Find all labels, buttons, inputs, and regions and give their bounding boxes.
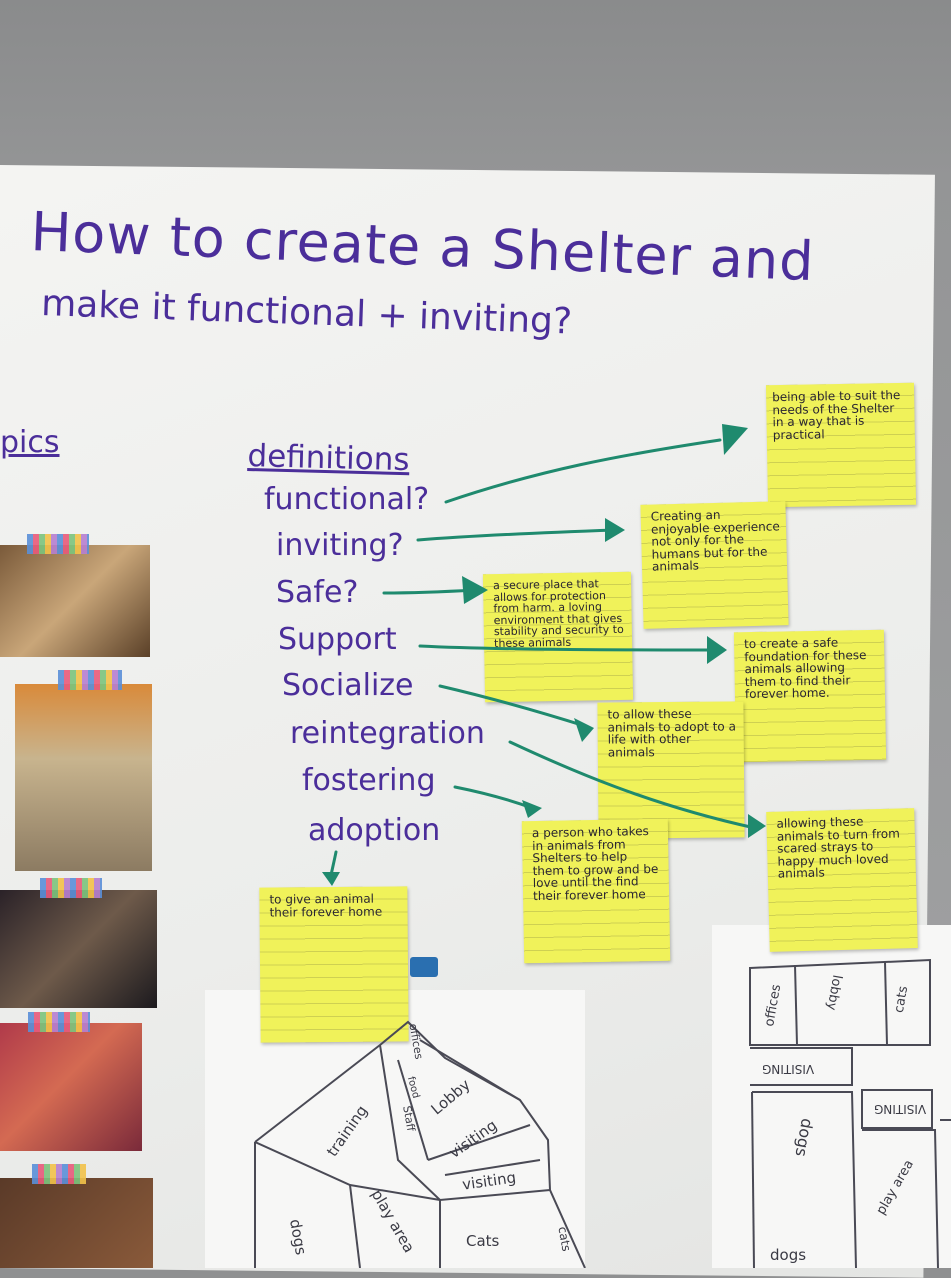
shelter-photo-bottom [0, 1178, 153, 1268]
pics-heading: pics [0, 425, 60, 460]
term-functional: functional? [264, 482, 430, 517]
arrow-functional [444, 438, 722, 504]
arrow-socialize [438, 684, 590, 729]
plan-label-dogs-right-2: dogs [770, 1246, 807, 1264]
tape-strip [32, 1164, 86, 1184]
term-support: Support [278, 622, 397, 657]
shelter-photo-hallway [15, 684, 152, 871]
shelter-photo-room [0, 890, 157, 1008]
blue-magnet [410, 957, 438, 977]
term-inviting: inviting? [276, 528, 404, 563]
tape-strip [40, 878, 102, 898]
term-socialize: Socialize [282, 668, 414, 703]
arrow-safe [382, 588, 477, 595]
tape-strip [58, 670, 122, 690]
shelter-photo-cat [0, 545, 150, 657]
tape-strip [27, 534, 89, 554]
arrowhead [722, 424, 748, 455]
floor-plan-left-lines [254, 1020, 586, 1268]
tape-strip [28, 1012, 90, 1032]
plan-label-cats: Cats [466, 1232, 500, 1250]
arrow-reintegration [508, 740, 757, 830]
floor-plan-right-lines [749, 958, 951, 1268]
plan-label-visiting-right-2: VISITING [874, 1102, 927, 1116]
term-fostering: fostering [302, 763, 436, 798]
arrow-fostering [453, 785, 534, 810]
shelter-photo-cat-tree [0, 1023, 142, 1151]
term-reintegration: reintegration [290, 716, 485, 751]
term-adoption: adoption [308, 813, 441, 848]
arrow-inviting [416, 528, 617, 542]
plan-label-visiting-right-1: VISITING [762, 1062, 815, 1076]
term-safe: Safe? [276, 575, 359, 610]
arrow-support [418, 644, 722, 652]
